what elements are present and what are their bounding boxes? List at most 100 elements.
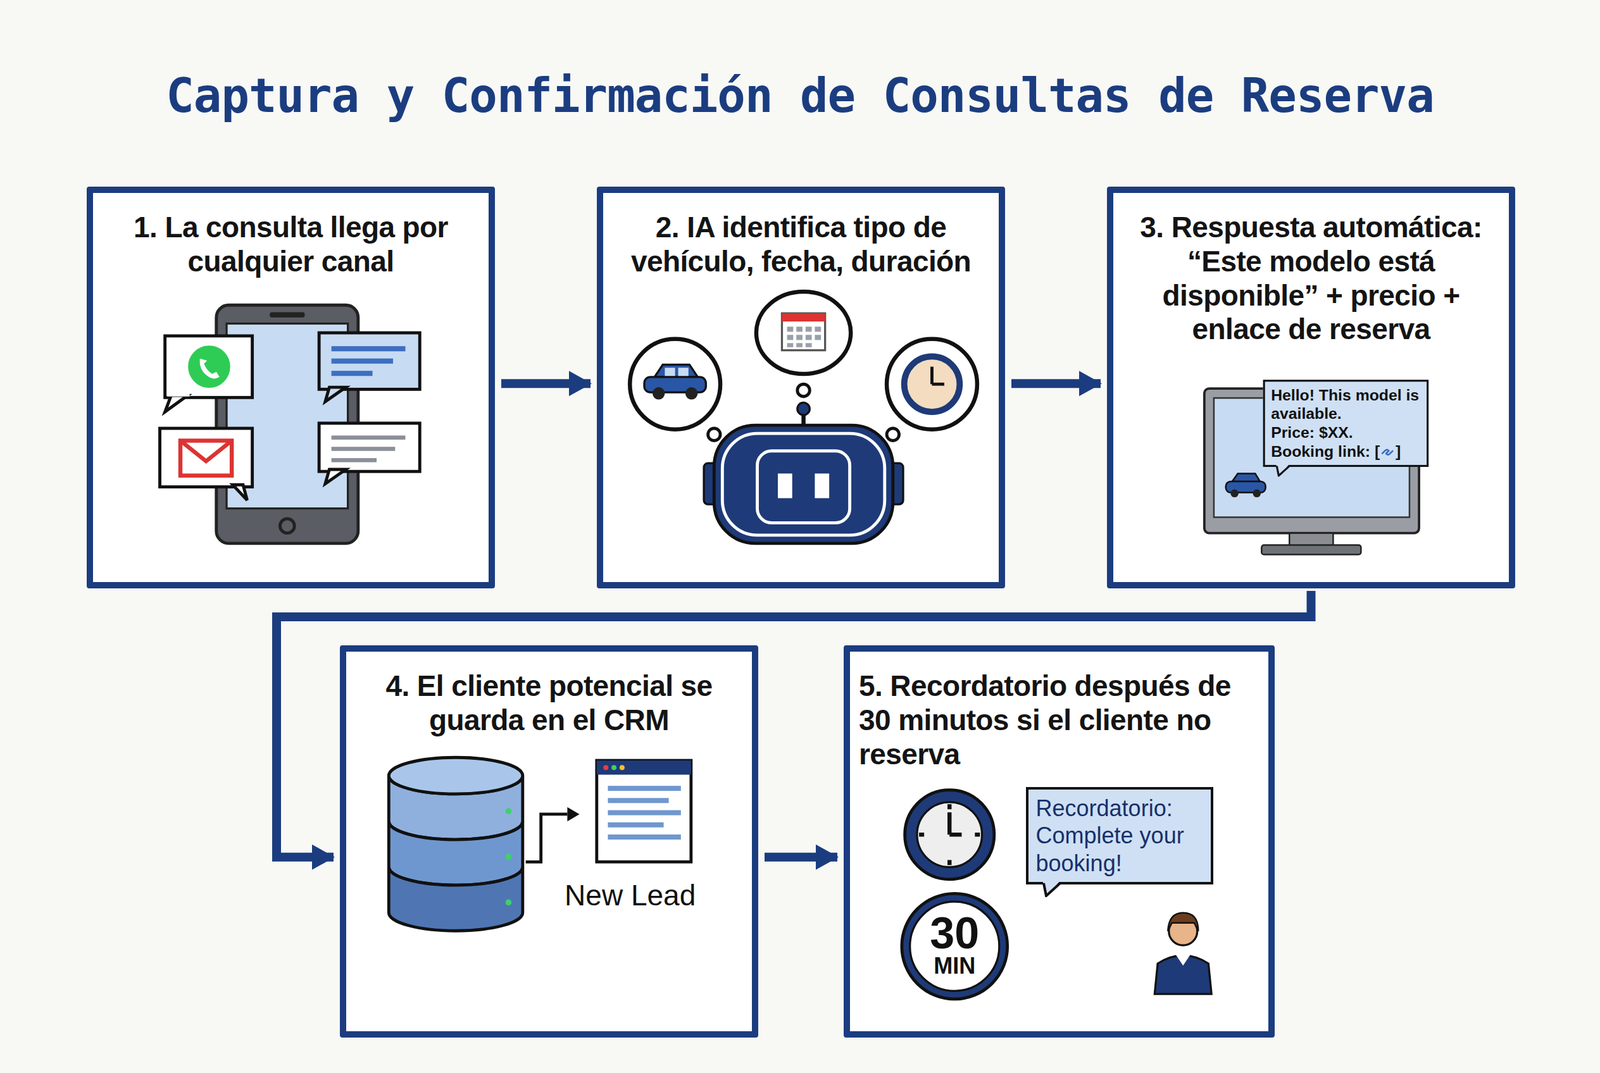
illustration-shape xyxy=(905,790,995,880)
illustration-label: New Lead xyxy=(564,881,696,911)
step-box: 3. Respuesta automática: “Este modelo es… xyxy=(1106,186,1516,589)
bubble-tail-fill xyxy=(1275,463,1291,477)
illustration-shape xyxy=(930,366,934,385)
step-box: 4. El cliente potencial se guarda en el … xyxy=(339,645,759,1038)
illustration-shape xyxy=(917,802,983,868)
illustration-shape xyxy=(796,326,803,332)
illustration-shape xyxy=(603,765,609,771)
illustration-shape xyxy=(814,473,830,499)
bubble-text: Booking link: [ xyxy=(1270,443,1380,461)
bubble-line: Price: $XX. xyxy=(1270,423,1421,443)
illustration-shape xyxy=(331,446,396,451)
illustration-shape xyxy=(607,822,664,828)
illustration-shape xyxy=(787,334,794,340)
speech-bubble: Hello! This model is available.Price: $X… xyxy=(1262,379,1429,467)
step-box: 5. Recordatorio después de 30 minutos si… xyxy=(843,645,1275,1038)
illustration-shape xyxy=(713,425,893,544)
link-icon-stroke xyxy=(1386,450,1394,456)
illustration-shape xyxy=(186,344,232,390)
illustration-shape xyxy=(787,326,822,347)
step-heading: 5. Recordatorio después de 30 minutos si… xyxy=(850,651,1269,772)
illustration-svg xyxy=(93,286,489,575)
illustration-shape xyxy=(388,821,523,886)
illustration-label: 30 xyxy=(929,911,980,956)
illustration-label: MIN xyxy=(933,955,976,978)
illustration-shape xyxy=(596,760,692,775)
illustration-shape xyxy=(567,806,580,821)
illustration-svg xyxy=(346,745,752,990)
link-icon-stroke xyxy=(1386,450,1390,454)
step-title: 4. El cliente potencial se guarda en el … xyxy=(355,669,744,738)
illustration-shape xyxy=(1289,533,1333,547)
illustration-shape xyxy=(664,367,675,376)
illustration-shape xyxy=(777,473,793,499)
step-illustration: Recordatorio: Complete your booking! 30MI… xyxy=(850,779,1269,1023)
bubble-tail xyxy=(1042,879,1062,898)
illustration-shape xyxy=(904,356,961,413)
illustration-shape xyxy=(318,332,420,390)
illustration-shape xyxy=(607,834,681,840)
illustration-shape xyxy=(947,860,952,866)
illustration-shape xyxy=(722,433,885,536)
illustration-shape xyxy=(947,812,952,835)
illustration-shape xyxy=(781,313,825,350)
illustration-shape xyxy=(805,343,813,347)
illustration-shape xyxy=(325,387,346,402)
illustration-shape xyxy=(331,370,373,376)
illustration-shape xyxy=(756,291,851,375)
illustration-shape xyxy=(805,326,813,332)
illustration-shape xyxy=(685,387,698,400)
bubble-line: Recordatorio: Complete your booking! xyxy=(1036,794,1204,878)
illustration-shape xyxy=(619,765,625,771)
illustration-shape xyxy=(901,894,1008,1000)
illustration-shape xyxy=(331,458,377,463)
step-heading: 3. Respuesta automática: “Este modelo es… xyxy=(1113,193,1509,347)
step-title: 2. IA identifica tipo de vehículo, fecha… xyxy=(612,210,990,280)
step-title: 5. Recordatorio después de 30 minutos si… xyxy=(858,669,1260,772)
bubble-text: Price: $XX. xyxy=(1270,424,1353,442)
illustration-shape xyxy=(654,364,698,377)
illustration-shape xyxy=(331,346,406,352)
bubble-tail-outline xyxy=(1043,883,1061,897)
step-heading: 4. El cliente potencial se guarda en el … xyxy=(346,651,752,738)
illustration-shape xyxy=(1232,474,1261,483)
illustration-shape xyxy=(607,798,669,804)
flow-arrow xyxy=(501,379,591,388)
illustration-shape xyxy=(787,343,794,347)
step-title: 1. La consulta llega por cualquier canal xyxy=(101,210,480,280)
illustration-shape xyxy=(886,338,978,430)
illustration-shape xyxy=(918,832,925,837)
illustration-shape xyxy=(787,326,794,332)
flow-arrow xyxy=(764,853,838,863)
illustration-shape xyxy=(805,334,813,340)
illustration-shape xyxy=(165,336,253,398)
illustration-shape xyxy=(165,395,188,413)
illustration-shape xyxy=(974,832,980,837)
illustration-shape xyxy=(331,358,394,364)
illustration-shape xyxy=(1252,489,1261,499)
illustration-shape xyxy=(180,440,232,476)
illustration-shape xyxy=(607,786,681,792)
illustration-shape xyxy=(796,343,803,347)
illustration-shape xyxy=(1261,545,1361,556)
bubble-line: Hello! This model is available. xyxy=(1270,386,1421,424)
illustration-shape xyxy=(708,428,721,441)
illustration-shape xyxy=(180,440,232,461)
illustration-shape xyxy=(629,338,721,430)
illustration-shape xyxy=(910,902,1000,992)
illustration-shape xyxy=(325,469,346,485)
step-title: 3. Respuesta automática: “Este modelo es… xyxy=(1122,210,1500,347)
speech-bubble: Recordatorio: Complete your booking! xyxy=(1025,787,1214,885)
bubble-text: Recordatorio: Complete your booking! xyxy=(1036,795,1185,876)
step-box: 2. IA identifica tipo de vehículo, fecha… xyxy=(596,186,1006,589)
illustration-shape xyxy=(949,832,962,837)
bubble-line: Booking link: [] xyxy=(1270,442,1421,462)
link-icon-stroke xyxy=(1381,450,1389,455)
step-illustration: New Lead xyxy=(346,745,752,990)
illustration-shape xyxy=(505,899,513,906)
step-heading: 2. IA identifica tipo de vehículo, fecha… xyxy=(603,193,999,280)
illustration-shape xyxy=(167,393,190,397)
illustration-shape xyxy=(678,367,689,376)
illustration-shape xyxy=(797,402,810,415)
